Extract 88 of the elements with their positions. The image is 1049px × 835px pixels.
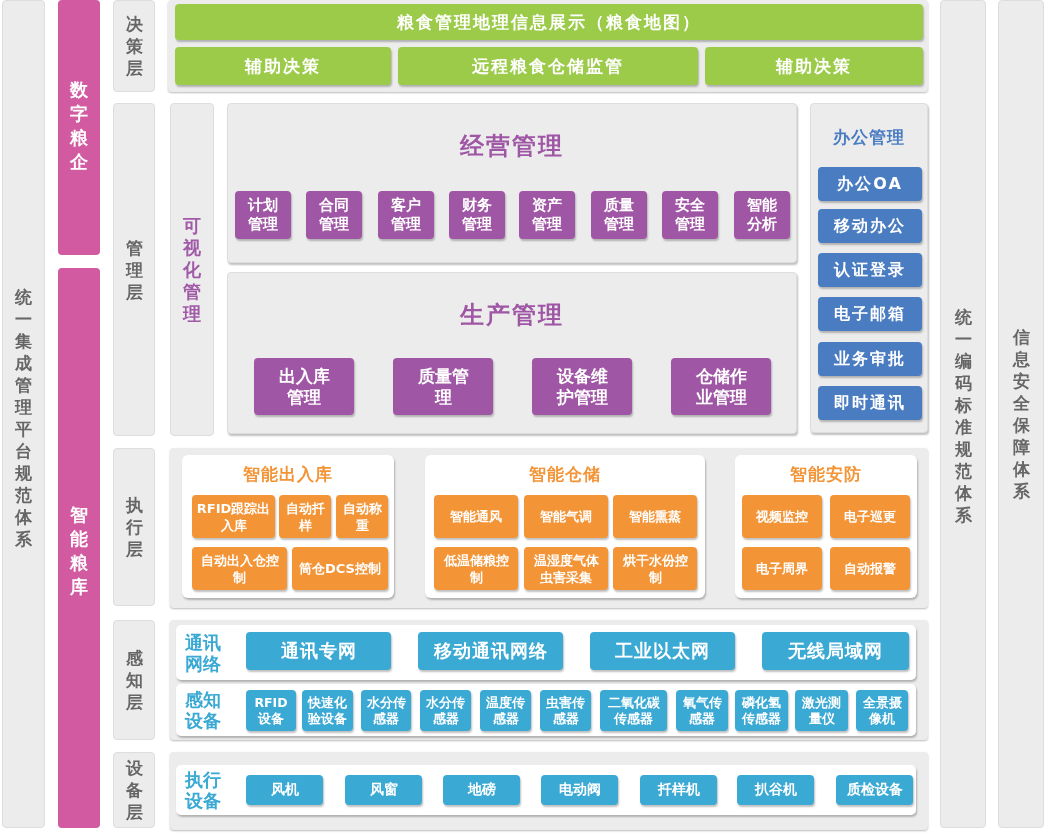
office-button: 移动办公 <box>818 209 922 243</box>
sensor-box: 氧气传感器 <box>676 690 728 731</box>
function-box: 自动报警 <box>830 547 910 590</box>
sensor-box: 激光测量仪 <box>795 690 848 731</box>
layer-label: 执行层 <box>113 448 155 606</box>
side-column: 统一编码标准规范体系 <box>940 0 986 828</box>
section-title: 生产管理 <box>458 300 565 331</box>
function-box: 自动扦样 <box>279 495 331 538</box>
decision-bar: 粮食管理地理信息展示（粮食地图） <box>175 4 923 40</box>
equipment-box: 扦样机 <box>640 775 717 805</box>
visual-column: 可视化管理 <box>170 103 214 436</box>
network-box: 无线局域网 <box>762 632 909 670</box>
network-box: 工业以太网 <box>590 632 735 670</box>
row-label: 执行设备 <box>184 769 222 811</box>
row-panel <box>176 684 916 736</box>
equipment-box: 电动阀 <box>541 775 618 805</box>
layer-label: 管理层 <box>113 103 155 436</box>
section-title: 办公管理 <box>832 126 906 149</box>
function-box: 自动出入仓控制 <box>192 547 287 590</box>
module-panel <box>227 103 797 263</box>
function-box: 智能通风 <box>434 495 518 538</box>
sensor-box: 全景摄像机 <box>856 690 908 731</box>
module-box: 质量管理 <box>393 358 493 415</box>
function-box: 电子周界 <box>742 547 822 590</box>
row-label: 感知设备 <box>184 689 222 731</box>
office-button: 业务审批 <box>818 342 922 376</box>
module-box: 计划管理 <box>235 191 291 239</box>
layer-label: 决策层 <box>113 0 155 92</box>
function-panel <box>425 455 705 598</box>
office-button: 电子邮箱 <box>818 297 922 331</box>
sensor-box: RFID设备 <box>246 690 296 731</box>
decision-bar: 远程粮食仓储监管 <box>398 47 698 85</box>
office-button: 办公OA <box>818 167 922 201</box>
function-panel <box>182 455 394 598</box>
module-box: 仓储作业管理 <box>671 358 771 415</box>
side-column: 统一集成管理平台规范体系 <box>2 0 45 828</box>
module-box: 质量管理 <box>591 191 647 239</box>
equipment-box: 地磅 <box>443 775 520 805</box>
equipment-box: 风窗 <box>345 775 422 805</box>
module-box: 安全管理 <box>662 191 718 239</box>
layer-label: 设备层 <box>113 752 155 828</box>
category-band: 数字粮企 <box>58 0 100 255</box>
function-box: 自动称重 <box>336 495 388 538</box>
row-label: 通讯网络 <box>184 631 222 674</box>
function-box: RFID跟踪出入库 <box>192 495 275 538</box>
sensor-box: 快速化验设备 <box>302 690 353 731</box>
module-box: 智能分析 <box>734 191 790 239</box>
function-box: 视频监控 <box>742 495 822 538</box>
category-band: 智能粮库 <box>58 268 100 828</box>
side-column: 信息安全保障体系 <box>998 0 1044 828</box>
module-box: 客户管理 <box>378 191 434 239</box>
function-box: 烘干水份控制 <box>613 547 697 590</box>
row-panel <box>176 625 916 680</box>
function-box: 温湿度气体虫害采集 <box>524 547 608 590</box>
module-box: 合同管理 <box>306 191 362 239</box>
sensor-box: 虫害传感器 <box>540 690 591 731</box>
equipment-box: 风机 <box>246 775 323 805</box>
equipment-box: 质检设备 <box>836 775 913 805</box>
section-title: 经营管理 <box>458 131 565 162</box>
function-box: 智能气调 <box>524 495 608 538</box>
module-box: 设备维护管理 <box>532 358 632 415</box>
function-box: 智能熏蒸 <box>613 495 697 538</box>
row-panel <box>176 765 916 815</box>
function-panel <box>735 455 917 598</box>
office-button: 认证登录 <box>818 253 922 287</box>
function-box: 筒仓DCS控制 <box>292 547 388 590</box>
function-box: 低温储粮控制 <box>434 547 518 590</box>
sensor-box: 温度传感器 <box>480 690 531 731</box>
decision-bar: 辅助决策 <box>705 47 923 85</box>
office-button: 即时通讯 <box>818 386 922 420</box>
sensor-box: 水分传感器 <box>361 690 411 731</box>
module-panel <box>227 272 797 434</box>
network-box: 移动通讯网络 <box>418 632 563 670</box>
decision-bar: 辅助决策 <box>175 47 391 85</box>
layer-label: 感知层 <box>113 620 155 740</box>
network-box: 通讯专网 <box>246 632 391 670</box>
module-box: 出入库管理 <box>254 358 354 415</box>
module-box: 财务管理 <box>449 191 505 239</box>
function-box: 电子巡更 <box>830 495 910 538</box>
section-title: 智能出入库 <box>242 463 334 486</box>
equipment-box: 扒谷机 <box>737 775 814 805</box>
sensor-box: 二氧化碳传感器 <box>600 690 667 731</box>
sensor-box: 水分传感器 <box>420 690 471 731</box>
module-box: 资产管理 <box>519 191 575 239</box>
office-panel <box>810 103 928 433</box>
section-title: 智能仓储 <box>528 463 602 486</box>
sensor-box: 磷化氢传感器 <box>735 690 788 731</box>
section-title: 智能安防 <box>789 463 863 486</box>
